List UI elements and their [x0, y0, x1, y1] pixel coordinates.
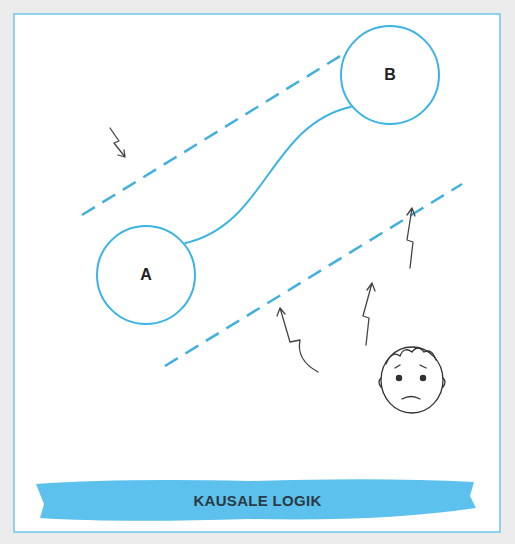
worried-face — [379, 347, 445, 413]
dashed-boundary — [165, 184, 462, 366]
banner-title: KAUSALE LOGIK — [0, 492, 515, 509]
wavy-connector — [185, 107, 352, 244]
node-letter: B — [340, 25, 440, 125]
circle-node: A — [96, 225, 196, 325]
panel-frame — [14, 14, 500, 532]
dashed-boundary — [82, 50, 350, 215]
node-letter: A — [96, 225, 196, 325]
circle-node: B — [340, 25, 440, 125]
